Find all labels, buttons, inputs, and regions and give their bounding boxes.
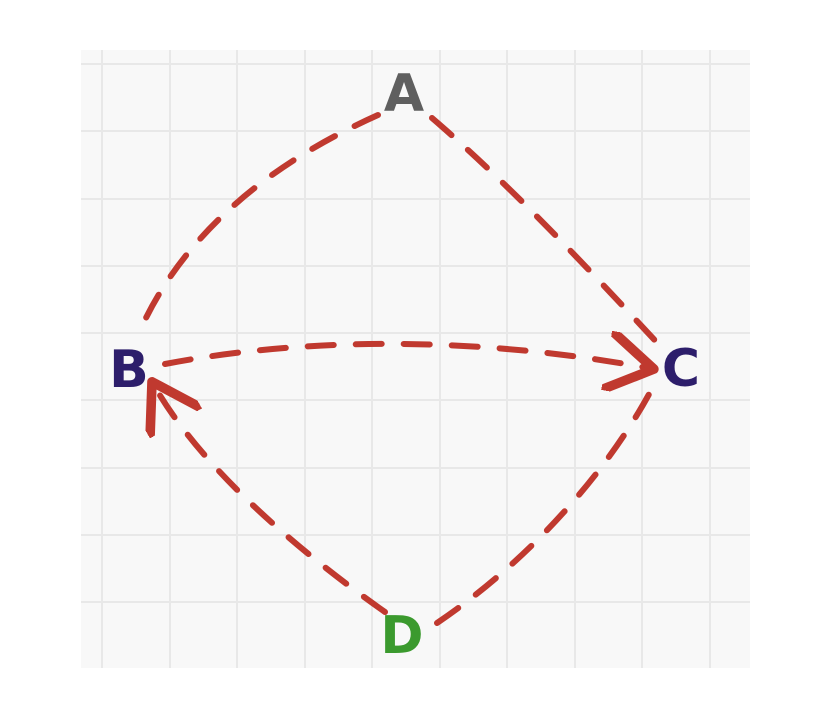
nodes: A B C D [109, 64, 700, 666]
edge-b-c [162, 344, 648, 368]
node-b: B [109, 340, 149, 400]
node-c: C [662, 339, 700, 399]
edge-a-b [135, 112, 381, 338]
edge-d-c [434, 380, 658, 626]
edge-d-b [155, 387, 388, 615]
edges [135, 112, 665, 626]
grid-lines [81, 50, 750, 668]
edge-a-c [429, 115, 665, 351]
node-d: D [380, 606, 423, 666]
node-a: A [384, 64, 424, 124]
